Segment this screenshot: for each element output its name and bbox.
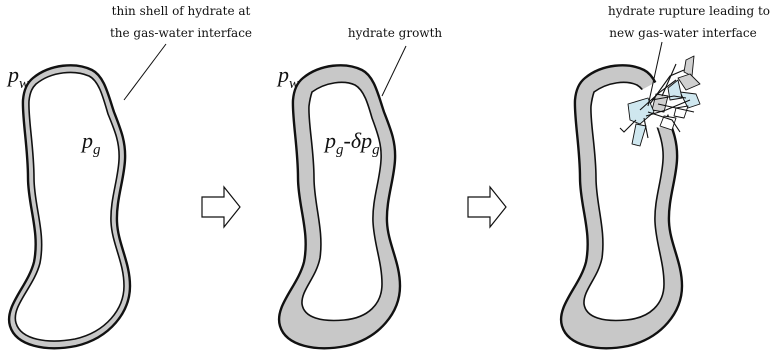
panel-hydrate-growth: [277, 64, 402, 350]
hydrate-fragment: [673, 105, 689, 119]
reduced-gas-pressure-label: pg-δpg: [323, 128, 380, 158]
hydrate-fragment: [651, 93, 669, 113]
hollow-right-arrow-icon: [201, 186, 241, 228]
panel-thin-shell: [7, 64, 132, 350]
hydrate-fragment: [627, 97, 655, 125]
water-pressure-label: pw: [276, 62, 299, 92]
annotation-leader-line-2: [381, 45, 407, 97]
hollow-right-arrow-icon: [467, 186, 507, 228]
annotation-leader-line-3: [647, 41, 663, 107]
annotation-rupture-line1: hydrate rupture leading to: [608, 4, 770, 18]
annotation-leader-line-1: [123, 43, 167, 101]
annotation-rupture-line2: new gas-water interface: [609, 26, 757, 40]
hydrate-fragment: [677, 73, 701, 91]
rupture-crack-lines: [619, 63, 695, 139]
hydrate-fragment: [631, 123, 647, 147]
annotation-thin-shell-line1: thin shell of hydrate at: [112, 4, 251, 18]
hydrate-fragment: [667, 79, 683, 101]
annotation-hydrate-growth: hydrate growth: [348, 26, 443, 40]
annotation-thin-shell-line2: the gas-water interface: [110, 26, 252, 40]
water-pressure-label: pw: [6, 62, 29, 92]
hydrate-fragment: [683, 55, 695, 77]
gas-pressure-label: pg: [80, 128, 101, 158]
